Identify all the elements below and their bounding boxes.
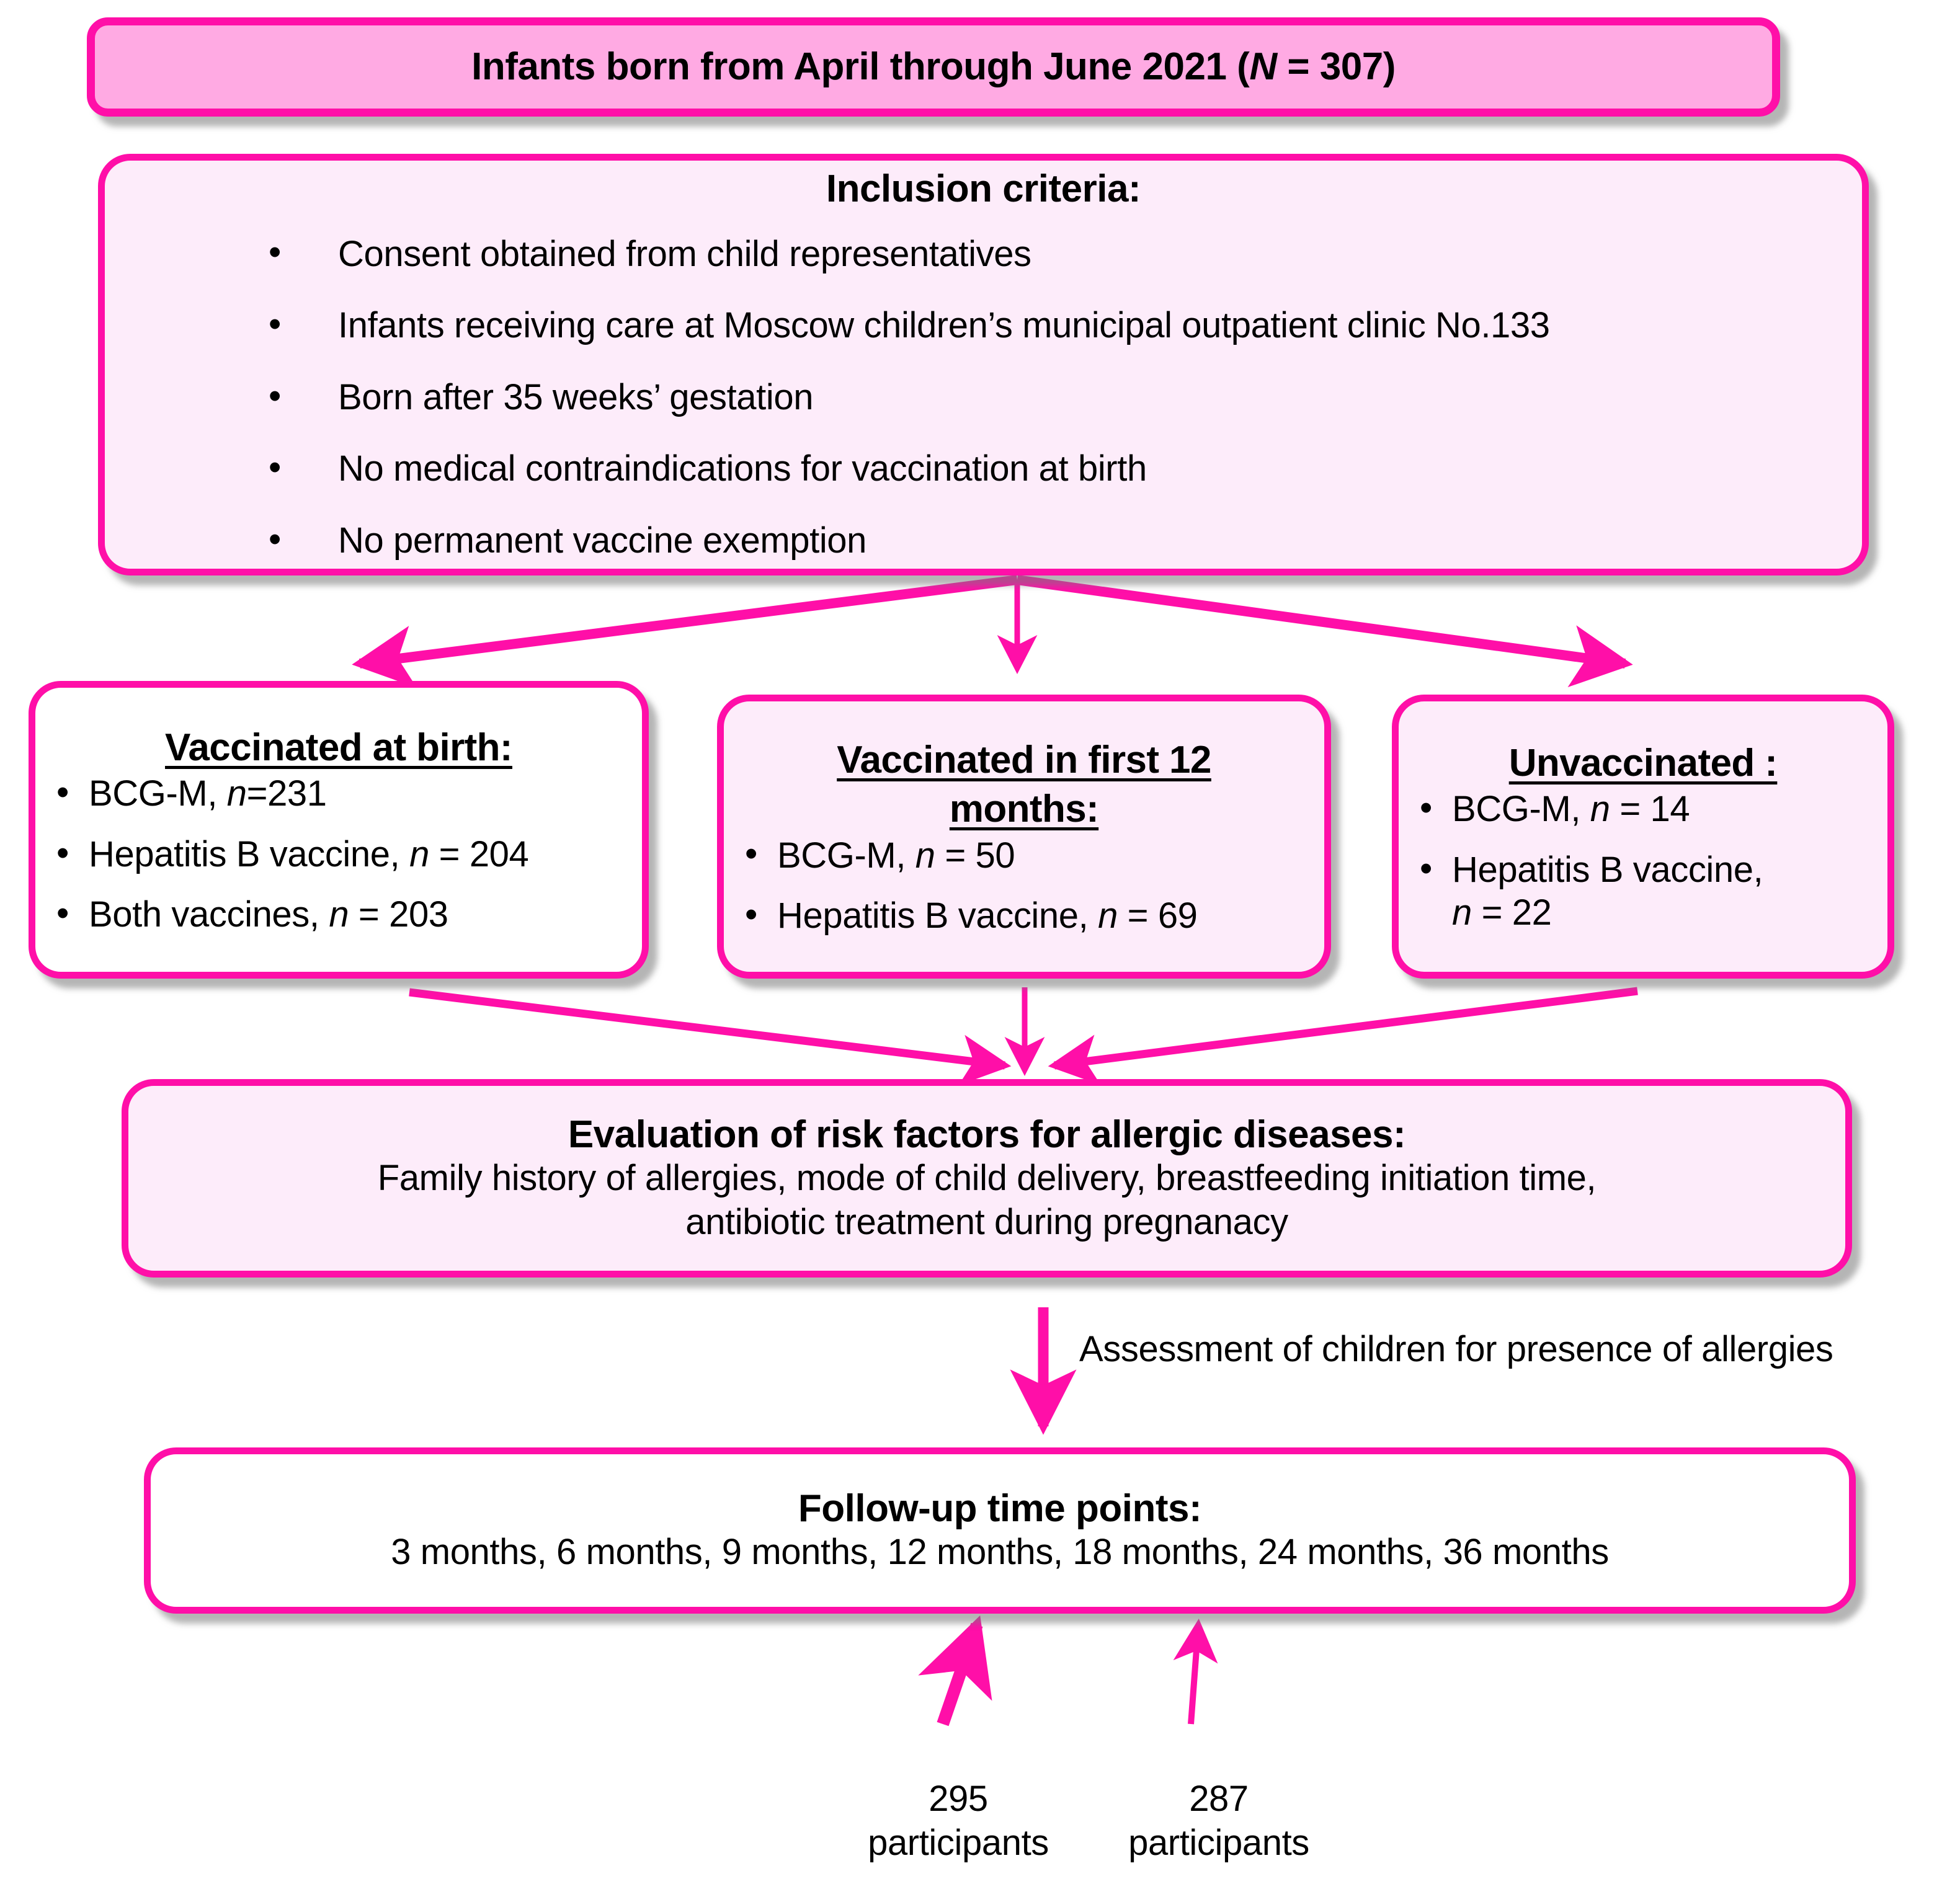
list-item: BCG-M, n = 50 (745, 832, 1303, 878)
item-value: = 22 (1471, 892, 1552, 933)
title-box: Infants born from April through June 202… (87, 17, 1780, 117)
participants-count-block-1: 295 participants (856, 1777, 1061, 1865)
list-item: Hepatitis B vaccine, n = 204 (56, 832, 621, 876)
arrow-participants-287 (1173, 1619, 1218, 1725)
participants-count-block-2: 287 participants (1116, 1777, 1321, 1865)
inclusion-criteria-box: Inclusion criteria: Consent obtained fro… (98, 154, 1869, 576)
arrow-inclusion-to-unvaccinated (1016, 575, 1633, 688)
arrow-inclusion-to-vaccinated-at-birth (352, 575, 1018, 688)
inclusion-heading: Inclusion criteria: (826, 167, 1141, 211)
group-box-unvaccinated: Unvaccinated : BCG-M, n = 14 Hepatitis B… (1392, 695, 1894, 979)
list-item: BCG-M, n = 14 (1420, 786, 1866, 831)
evaluation-of-risk-factors-box: Evaluation of risk factors for allergic … (122, 1079, 1852, 1278)
group-box-vaccinated-first-12-months: Vaccinated in first 12 months: BCG-M, n … (717, 695, 1331, 979)
title-suffix: = 307) (1276, 45, 1396, 89)
participants-label-2: participants (1128, 1822, 1309, 1863)
list-item: Hepatitis B vaccine, n = 69 (745, 893, 1303, 938)
group-heading-first12-line1: Vaccinated in first 12 (837, 739, 1211, 782)
item-italic-n: n (409, 833, 429, 874)
list-item: Born after 35 weeks’ gestation (269, 375, 1841, 419)
item-value: = 50 (935, 835, 1015, 876)
group-heading-first12-line2: months: (949, 788, 1099, 831)
group-heading-unvaccinated: Unvaccinated : (1508, 741, 1778, 784)
follow-up-time-points-box: Follow-up time points: 3 months, 6 month… (144, 1447, 1856, 1614)
item-italic-n: n (915, 835, 935, 876)
list-item: No permanent vaccine exemption (269, 518, 1841, 562)
arrow-vaccinated-at-birth-to-evaluation (409, 988, 1012, 1086)
followup-timepoints: 3 months, 6 months, 9 months, 12 months,… (391, 1532, 1609, 1573)
list-item: Infants receiving care at Moscow childre… (269, 303, 1841, 347)
participants-count-295: 295 (929, 1779, 988, 1819)
list-item: BCG-M, n=231 (56, 771, 621, 816)
group-box-vaccinated-at-birth: Vaccinated at birth: BCG-M, n=231 Hepati… (29, 681, 649, 979)
title-prefix: Infants born from April through June 202… (471, 45, 1250, 89)
list-item: No medical contraindications for vaccina… (269, 446, 1841, 491)
item-italic-n: n (226, 773, 247, 814)
item-value: =231 (246, 773, 327, 814)
group-list-vaccinated-at-birth: BCG-M, n=231 Hepatitis B vaccine, n = 20… (56, 771, 621, 936)
group-heading-vaccinated-at-birth: Vaccinated at birth: (165, 726, 513, 769)
item-value: = 204 (429, 833, 529, 874)
arrow-participants-295 (918, 1615, 992, 1727)
participants-label-1: participants (868, 1822, 1049, 1863)
list-item: Both vaccines, n = 203 (56, 892, 621, 936)
item-label: Both vaccines, (89, 894, 329, 935)
arrow-unvaccinated-to-evaluation (1048, 987, 1638, 1085)
item-value: = 14 (1610, 789, 1690, 830)
list-item: Hepatitis B vaccine,n = 22 (1420, 847, 1866, 935)
item-value: = 203 (349, 894, 448, 935)
item-label: BCG-M, (777, 835, 915, 876)
item-italic-n: n (329, 894, 349, 935)
item-label: BCG-M, (1452, 789, 1590, 830)
participants-count-287: 287 (1189, 1779, 1249, 1819)
evaluation-line-1: Family history of allergies, mode of chi… (377, 1157, 1597, 1198)
inclusion-criteria-list: Consent obtained from child representati… (269, 231, 1841, 562)
item-label: Hepatitis B vaccine, (1452, 849, 1763, 890)
followup-heading: Follow-up time points: (798, 1487, 1202, 1530)
item-italic-n: n (1452, 892, 1472, 933)
item-italic-n: n (1098, 896, 1118, 936)
item-label: BCG-M, (89, 773, 227, 814)
assessment-label: Assessment of children for presence of a… (1079, 1329, 1833, 1369)
item-value: = 69 (1117, 896, 1198, 936)
title-text: Infants born from April through June 202… (95, 45, 1772, 89)
item-label: Hepatitis B vaccine, (777, 896, 1098, 936)
item-italic-n: n (1590, 789, 1610, 830)
evaluation-heading: Evaluation of risk factors for allergic … (568, 1113, 1406, 1156)
item-label: Hepatitis B vaccine, (89, 833, 410, 874)
group-list-vaccinated-first-12-months: BCG-M, n = 50 Hepatitis B vaccine, n = 6… (745, 832, 1303, 938)
title-italic-N: N (1249, 45, 1277, 89)
list-item: Consent obtained from child representati… (269, 231, 1841, 276)
evaluation-line-2: antibiotic treatment during pregnanacy (685, 1201, 1288, 1242)
group-list-unvaccinated: BCG-M, n = 14 Hepatitis B vaccine,n = 22 (1420, 786, 1866, 935)
